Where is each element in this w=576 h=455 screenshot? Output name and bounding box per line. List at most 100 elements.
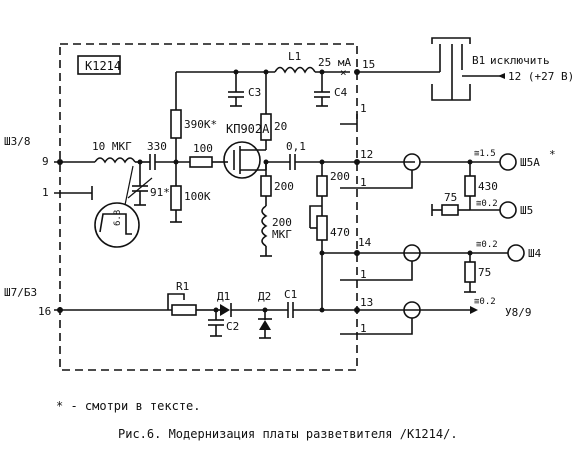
footnote: * - смотри в тексте.: [56, 399, 201, 413]
pin-1d-label: 1: [360, 322, 367, 335]
sh4-label: Ш4: [528, 247, 542, 260]
ind-200-label: 200: [272, 216, 292, 229]
res-75b: [464, 261, 476, 283]
sh4-level: ≅0.2: [476, 240, 498, 250]
res-200a-label: 200: [274, 180, 294, 193]
sh5-level: ≅0.2: [476, 199, 498, 209]
node-pin9: [57, 159, 63, 165]
pin-1b-label: 1: [360, 176, 367, 189]
res-100k: [170, 185, 182, 211]
node-top-drain: [263, 69, 269, 75]
res-200b: [316, 175, 328, 197]
node-bias: [173, 159, 179, 165]
d2-label: Д2: [258, 290, 271, 303]
output-sh5a: [499, 153, 517, 171]
coax-14: [403, 244, 421, 262]
coax-13: [403, 301, 421, 319]
inductor-200: [261, 205, 268, 247]
current-label: 25 мА: [318, 56, 351, 69]
connector-sh3-8: Ш3/8: [4, 135, 31, 148]
res-100-label: 100: [193, 142, 213, 155]
res-100: [189, 156, 213, 168]
res-r1: [171, 304, 197, 316]
res-390k: [170, 109, 182, 139]
sh5a-label: Ш5А: [520, 156, 540, 169]
res-200a: [260, 175, 272, 197]
res-430: [464, 175, 476, 197]
y89-level: ≅0.2: [474, 297, 496, 307]
y89-label: У8/9: [505, 306, 532, 319]
cap-91-trim-arrow: [127, 177, 153, 199]
cap-01-label: 0,1: [286, 140, 306, 153]
node-pot-bottom: [319, 307, 325, 313]
l1-label: L1: [288, 50, 301, 63]
shield-14: [357, 261, 413, 281]
ind-200-unit: МКГ: [272, 228, 292, 241]
pin-1a-label: 1: [360, 102, 367, 115]
switch-housing: [431, 37, 471, 44]
pin-12-label: 12: [360, 148, 373, 161]
scope-indicator: [94, 202, 140, 248]
scope-pointer: [124, 165, 134, 206]
res-200b-label: 200: [330, 170, 350, 183]
pin-15-label: 15: [362, 58, 375, 71]
node-14-pot: [319, 250, 325, 256]
connector-sh7-b3: Ш7/Б3: [4, 286, 37, 299]
inductor-input: [94, 157, 136, 164]
board-label-box: [77, 55, 121, 75]
node-pin16: [57, 307, 63, 313]
r1-wiper: [167, 293, 185, 310]
res-100k-label: 100К: [184, 190, 211, 203]
board-outline: [59, 43, 358, 371]
c1-label: С1: [284, 288, 297, 301]
c2-label: С2: [226, 320, 239, 333]
scope-waveform: [99, 213, 132, 235]
cap-330-label: 330: [147, 140, 167, 153]
switch-supply-label: 12 (+27 В): [508, 70, 574, 83]
output-sh5: [499, 201, 517, 219]
shield-12: [357, 170, 413, 189]
node-13: [354, 307, 360, 313]
res-430-label: 430: [478, 180, 498, 193]
pin-1c-label: 1: [360, 268, 367, 281]
res-75a-label: 75: [444, 191, 457, 204]
c4-label: С4: [334, 86, 348, 99]
pot-470-wiper-lead: [309, 205, 322, 228]
res-20-label: 20: [274, 120, 287, 133]
switch-housing-bottom: [431, 84, 471, 101]
sh5a-star: *: [549, 148, 556, 161]
c3-label: С3: [248, 86, 261, 99]
transistor-label: КП902А: [226, 122, 270, 136]
pin-14-label: 14: [358, 236, 372, 249]
pin-1-label: 1: [42, 186, 49, 199]
res-75b-label: 75: [478, 266, 491, 279]
pot-470-label: 470: [330, 226, 350, 239]
d1-label: Д1: [217, 290, 230, 303]
switch-supply-arrow: [498, 73, 505, 79]
res-390k-label: 390К*: [184, 118, 217, 131]
transistor-kp902a: [223, 141, 261, 179]
switch-off-label: исключить: [490, 54, 550, 67]
pin-13-label: 13: [360, 296, 373, 309]
diode-d1: [220, 304, 230, 316]
current-cross: ×: [340, 66, 347, 79]
figure-caption: Рис.6. Модернизация платы разветвителя /…: [118, 427, 458, 441]
sh5-label: Ш5: [520, 204, 533, 217]
node-12: [354, 159, 360, 165]
output-sh4: [507, 244, 525, 262]
inductor-l1: [274, 66, 316, 74]
diode-d2: [259, 320, 271, 330]
res-75a: [441, 204, 459, 216]
inductor-input-label: 10 МКГ: [92, 140, 132, 153]
scope-label: 6.8: [113, 210, 123, 226]
board-label: К1214: [85, 59, 121, 73]
pin-9-label: 9: [42, 155, 49, 168]
pin-16-label: 16: [38, 305, 51, 318]
b1-label: В1: [472, 54, 485, 67]
arrow-y89: [470, 306, 478, 314]
sh5a-level: ≅1.5: [474, 149, 496, 159]
r1-label: R1: [176, 280, 189, 293]
cap-91-label: 91*: [150, 186, 170, 199]
shield-13: [357, 318, 413, 335]
